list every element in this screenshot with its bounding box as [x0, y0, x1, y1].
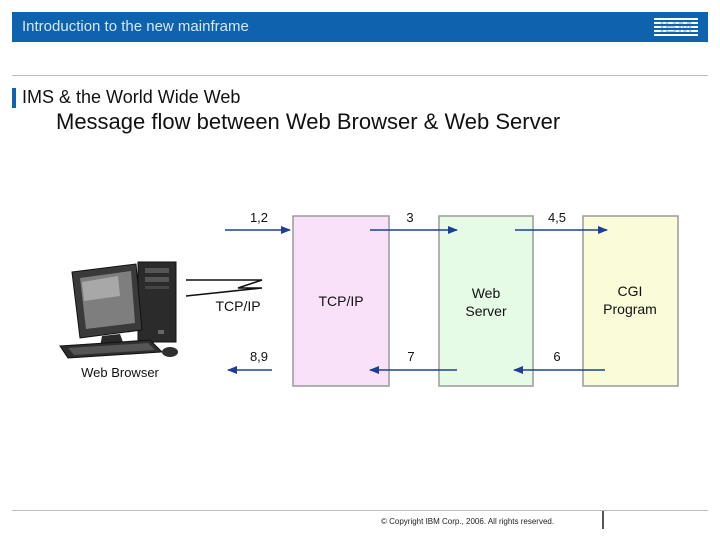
cgi-program-label-line2: Program [603, 301, 657, 317]
section-title: IMS & the World Wide Web [22, 87, 241, 107]
presentation-title: Introduction to the new mainframe [22, 18, 249, 35]
computer-icon [59, 261, 178, 359]
ibm-logo: IBM [654, 17, 698, 37]
section-accent-bar [12, 88, 16, 108]
arrow-label-8-9: 8,9 [250, 349, 268, 364]
arrow-label-4-5: 4,5 [548, 210, 566, 225]
cgi-program-column [582, 215, 679, 387]
header-banner: Introduction to the new mainframe IBM [12, 12, 708, 42]
network-link-icon [185, 279, 263, 297]
slide-title: Message flow between Web Browser & Web S… [56, 109, 561, 134]
web-server-label-line1: Web [472, 285, 501, 301]
web-browser-label: Web Browser [81, 365, 159, 380]
header-divider [12, 75, 708, 76]
footer-divider [12, 510, 708, 511]
arrow-label-1-2: 1,2 [250, 210, 268, 225]
web-server-column [438, 215, 534, 387]
arrow-label-7: 7 [407, 349, 414, 364]
copyright-notice: © Copyright IBM Corp., 2006. All rights … [381, 517, 555, 526]
arrow-label-3: 3 [406, 210, 413, 225]
cgi-program-label-line1: CGI [618, 283, 643, 299]
tcpip-column [292, 215, 390, 387]
web-server-label-line2: Server [465, 303, 507, 319]
tcpip-column-label: TCP/IP [318, 293, 363, 309]
network-link-label: TCP/IP [215, 298, 260, 314]
footer-tick-mark [602, 511, 604, 529]
arrow-label-6: 6 [553, 349, 560, 364]
ibm-logo-text: IBM [660, 17, 693, 37]
